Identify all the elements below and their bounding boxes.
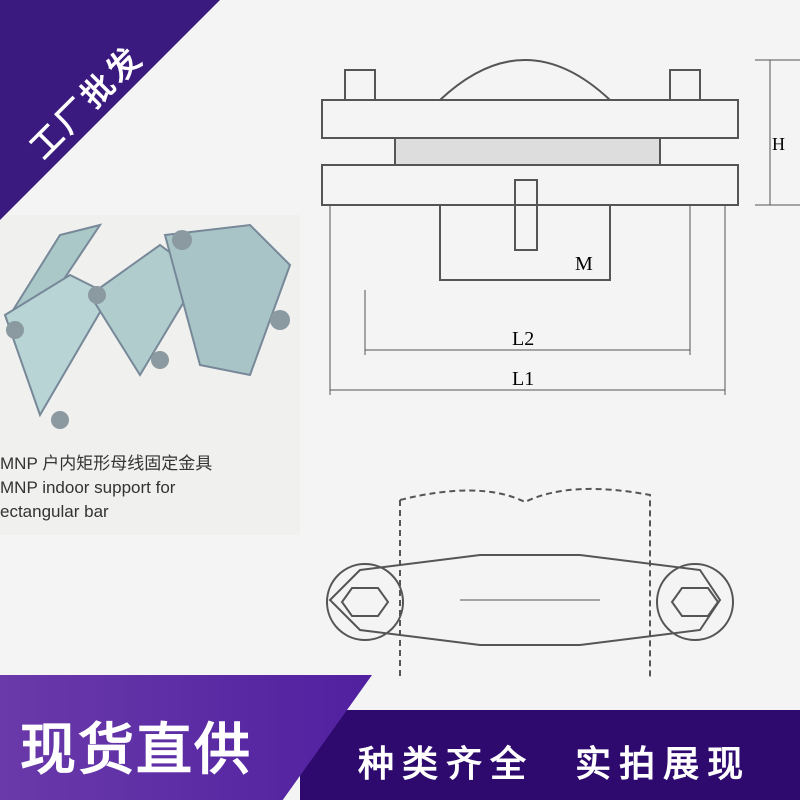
- caption-en-2: ectangular bar: [0, 502, 109, 521]
- banner-right: [300, 710, 800, 800]
- caption-cn: MNP 户内矩形母线固定金具: [0, 454, 213, 473]
- technical-drawing: H M L2 L1: [321, 59, 800, 680]
- caption-en-1: MNP indoor support for: [0, 478, 176, 497]
- label-m: M: [575, 253, 593, 275]
- label-h: H: [772, 134, 785, 154]
- label-l2: L2: [512, 328, 534, 350]
- corner-ribbon: [0, 0, 220, 220]
- clamp-illustration: [3, 223, 292, 429]
- banner-sub-1: 种类齐全: [358, 744, 535, 785]
- banner-sub-2: 实拍展现: [575, 744, 752, 785]
- product-photo: [0, 215, 300, 535]
- product-caption: MNP 户内矩形母线固定金具 MNP indoor support for ec…: [0, 452, 212, 524]
- banner-main-text: 现货直供: [20, 718, 252, 783]
- banner-sub-text: 种类齐全 实拍展现: [358, 735, 751, 787]
- label-l1: L1: [512, 368, 534, 390]
